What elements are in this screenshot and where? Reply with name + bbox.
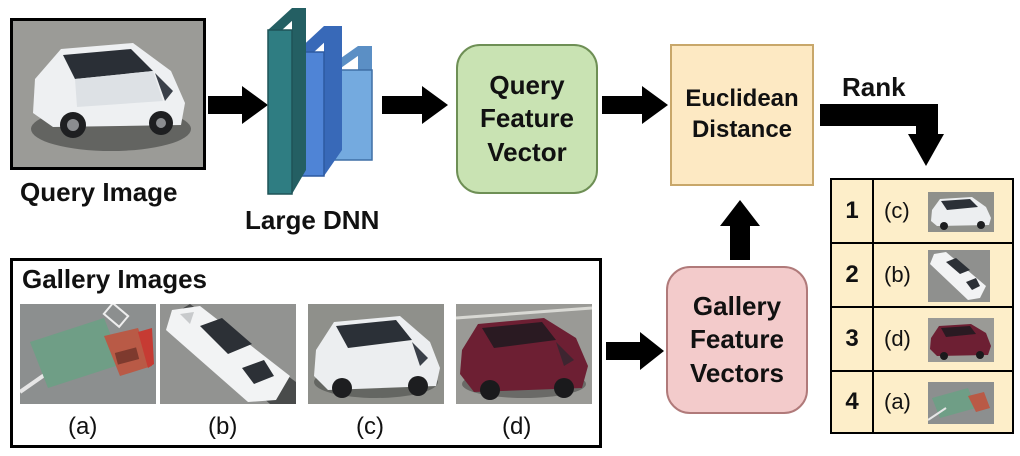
rank-thumbnail — [928, 382, 994, 424]
table-row: 4 (a) — [832, 372, 1012, 432]
dnn-front-layer — [267, 29, 293, 195]
table-row: 1 (c) — [832, 180, 1012, 242]
gallery-letter-b: (b) — [208, 413, 238, 440]
euclidean-distance-box: Euclidean Distance — [670, 44, 814, 186]
arrow-right-icon — [208, 86, 268, 124]
table-row: 3 (d) — [832, 308, 1012, 370]
bent-arrow-icon — [820, 104, 944, 166]
rank-number: 4 — [845, 388, 859, 415]
rank-letter: (b) — [884, 262, 911, 287]
gallery-vector-line: Gallery — [692, 291, 782, 322]
arrow-right-icon — [602, 86, 668, 124]
arrow-up-icon — [720, 200, 760, 260]
rank-number: 3 — [845, 325, 859, 352]
query-vector-line: Query — [489, 70, 565, 101]
gallery-feature-vectors-box: Gallery Feature Vectors — [666, 266, 808, 414]
query-vector-line: Feature — [480, 103, 574, 134]
gallery-frame — [10, 258, 602, 448]
query-image-label: Query Image — [20, 177, 178, 207]
distance-line: Distance — [691, 116, 793, 143]
rank-label: Rank — [842, 72, 906, 102]
ranking-table: 1 (c) 2 (b) 3 (d) 4 (a) — [830, 178, 1014, 434]
query-vector-line: Vector — [487, 136, 567, 167]
gallery-image-a — [20, 304, 156, 404]
query-image-frame — [10, 18, 206, 170]
table-row: 2 (b) — [832, 244, 1012, 306]
gallery-letter-a: (a) — [68, 413, 98, 440]
gallery-letter-d: (d) — [502, 413, 532, 440]
rank-letter: (a) — [884, 389, 911, 414]
arrow-right-icon — [606, 332, 664, 370]
rank-number: 1 — [845, 197, 859, 224]
gallery-title: Gallery Images — [22, 264, 207, 294]
query-feature-vector-box: Query Feature Vector — [456, 44, 598, 194]
dnn-layers-icon — [267, 8, 373, 195]
dnn-label: Large DNN — [245, 205, 380, 235]
rank-thumbnail — [928, 192, 994, 232]
gallery-vector-line: Vectors — [690, 357, 784, 388]
distance-line: Euclidean — [685, 85, 799, 113]
rank-number: 2 — [845, 261, 859, 288]
arrow-right-icon — [382, 86, 448, 124]
gallery-letter-c: (c) — [356, 413, 384, 440]
rank-thumbnail — [928, 250, 990, 302]
gallery-vector-line: Feature — [690, 324, 784, 355]
gallery-image-d — [456, 304, 592, 404]
query-image — [13, 21, 203, 167]
rank-letter: (d) — [884, 326, 911, 351]
gallery-image-c — [308, 304, 444, 404]
rank-thumbnail — [928, 318, 994, 362]
rank-letter: (c) — [884, 198, 910, 223]
gallery-image-b — [160, 304, 296, 404]
